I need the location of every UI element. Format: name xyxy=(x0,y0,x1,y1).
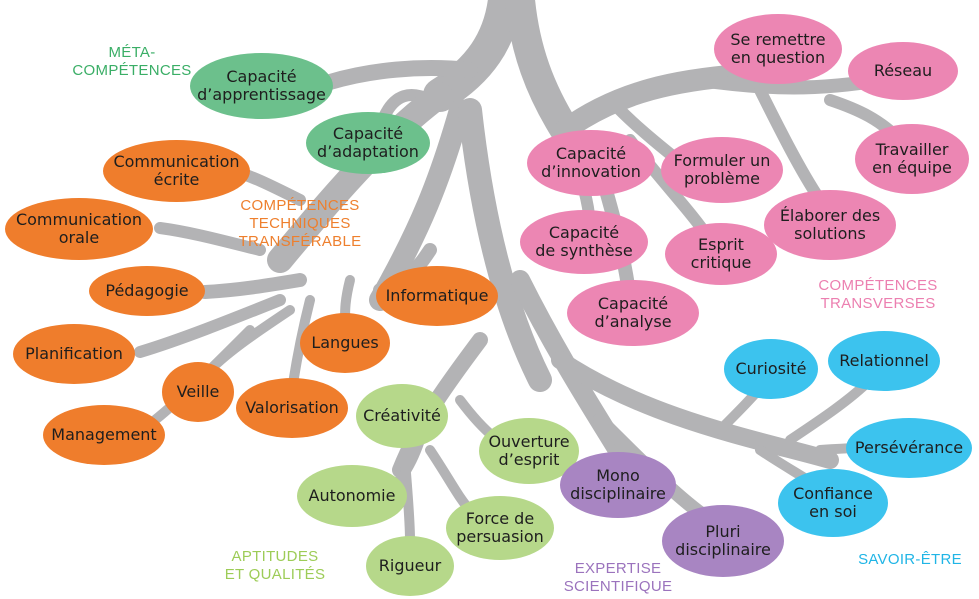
node-confiance: Confiance en soi xyxy=(778,469,888,537)
node-management: Management xyxy=(43,405,165,465)
node-elaborer-solutions: Élaborer des solutions xyxy=(764,190,896,260)
node-capacite-synthese: Capacité de synthèse xyxy=(520,210,648,274)
node-valorisation: Valorisation xyxy=(236,378,348,438)
node-mono: Mono disciplinaire xyxy=(560,452,676,518)
node-veille: Veille xyxy=(162,362,234,422)
node-capacite-apprentissage: Capacité d’apprentissage xyxy=(190,53,333,119)
node-force-persuasion: Force de persuasion xyxy=(446,496,554,560)
branch-exp xyxy=(510,270,640,480)
node-perseverance: Persévérance xyxy=(846,418,972,478)
node-se-remettre: Se remettre en question xyxy=(714,14,842,84)
node-autonomie: Autonomie xyxy=(297,465,407,527)
node-formuler-probleme: Formuler un problème xyxy=(661,137,783,203)
node-capacite-adaptation: Capacité d’adaptation xyxy=(306,112,430,174)
trunk xyxy=(423,0,522,112)
node-pluri: Pluri disciplinaire xyxy=(662,505,784,577)
branch-center xyxy=(458,98,552,392)
category-tech: COMPÉTENCES TECHNIQUES TRANSFÉRABLE xyxy=(238,197,362,250)
category-exp: EXPERTISE SCIENTIFIQUE xyxy=(563,560,673,595)
branch-rigueur xyxy=(400,455,415,545)
category-savoir: SAVOIR-ÊTRE xyxy=(858,551,962,568)
node-reseau: Réseau xyxy=(848,42,958,100)
category-apt: APTITUDES ET QUALITÉS xyxy=(224,548,326,583)
node-langues: Langues xyxy=(300,313,390,373)
branch-comm-orale xyxy=(154,222,266,256)
branch-planification xyxy=(134,294,286,358)
node-capacite-analyse: Capacité d’analyse xyxy=(567,280,699,346)
category-trans: COMPÉTENCES TRANSVERSES xyxy=(818,277,938,312)
node-relationnel: Relationnel xyxy=(828,331,940,391)
node-capacite-innovation: Capacité d’innovation xyxy=(527,130,655,196)
node-esprit-critique: Esprit critique xyxy=(665,223,777,285)
branch-meta xyxy=(322,60,478,90)
node-communication-ecrite: Communication écrite xyxy=(103,140,250,202)
branch-elaborer xyxy=(754,84,826,206)
node-creativite: Créativité xyxy=(356,384,448,448)
trunk-right xyxy=(505,0,580,145)
node-travailler-equipe: Travailler en équipe xyxy=(855,124,969,194)
node-curiosite: Curiosité xyxy=(724,339,818,399)
branch-pedagogie xyxy=(198,273,307,299)
node-planification: Planification xyxy=(13,324,135,384)
node-communication-orale: Communication orale xyxy=(5,198,153,260)
category-meta: MÉTA- COMPÉTENCES xyxy=(72,44,192,79)
node-pedagogie: Pédagogie xyxy=(89,266,205,316)
branch-savoir xyxy=(551,351,839,469)
node-informatique: Informatique xyxy=(376,266,498,326)
branch-force xyxy=(425,445,475,515)
node-rigueur: Rigueur xyxy=(366,536,454,596)
